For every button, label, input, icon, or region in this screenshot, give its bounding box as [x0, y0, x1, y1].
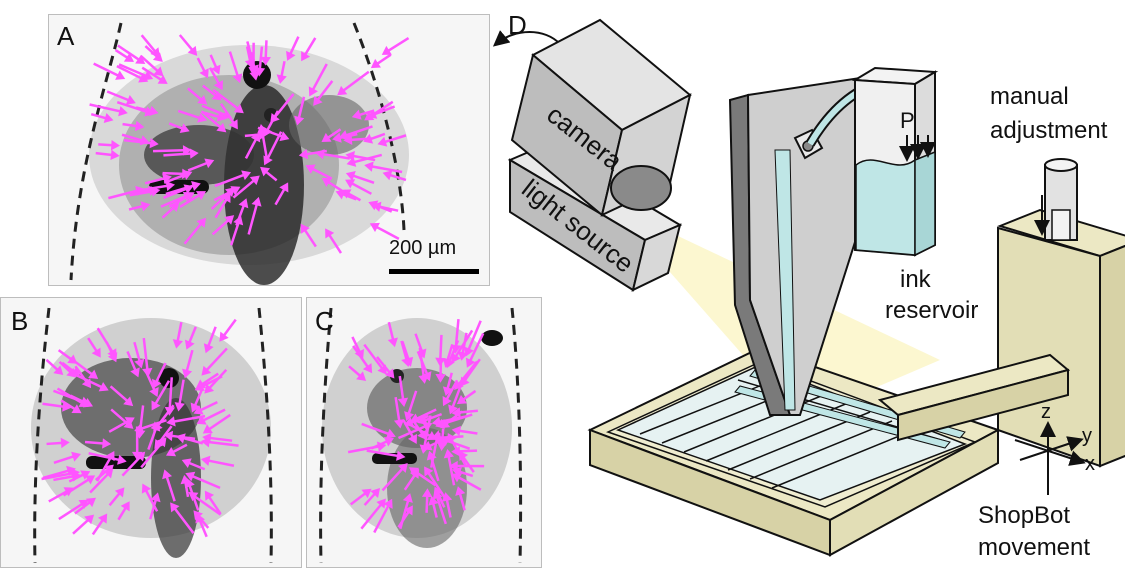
flow-arrow [163, 173, 184, 174]
panel-a: A 200 µm [48, 14, 490, 286]
label-pressure: P [900, 108, 915, 133]
flow-arrow [440, 335, 441, 359]
label-movement: movement [978, 534, 1090, 561]
flow-arrow [427, 496, 428, 513]
printer-schematic: D camera light source P ink reservoir ma… [480, 0, 1125, 566]
label-adjustment: adjustment [990, 117, 1108, 144]
axis-label-y: y [1082, 425, 1092, 447]
flow-arrow [459, 451, 477, 452]
flow-arrow [85, 442, 104, 444]
label-d: D [508, 10, 527, 40]
panel-a-letter: A [57, 21, 74, 52]
scale-bar [389, 269, 479, 274]
axis-label-z: z [1041, 401, 1051, 423]
label-manual: manual [990, 83, 1069, 110]
flow-arrow [153, 150, 184, 151]
panel-d-diagram: D camera light source P ink reservoir ma… [480, 0, 1125, 566]
axis-label-x: x [1085, 453, 1095, 475]
panel-b-image [1, 298, 301, 567]
flow-arrow [47, 443, 63, 444]
panel-b-letter: B [11, 306, 28, 337]
ink-reservoir [855, 68, 935, 255]
flow-arrow [266, 40, 267, 58]
flow-arrow [440, 436, 464, 437]
d-to-a-arrow [496, 32, 560, 44]
flow-arrow [245, 134, 261, 135]
label-reservoir: reservoir [885, 297, 978, 324]
panel-b: B [0, 297, 302, 568]
flow-arrow [98, 144, 112, 145]
scale-bar-label: 200 µm [389, 237, 456, 260]
label-ink: ink [900, 266, 932, 293]
panel-c-letter: C [315, 306, 334, 337]
label-shopbot: ShopBot [978, 502, 1070, 529]
